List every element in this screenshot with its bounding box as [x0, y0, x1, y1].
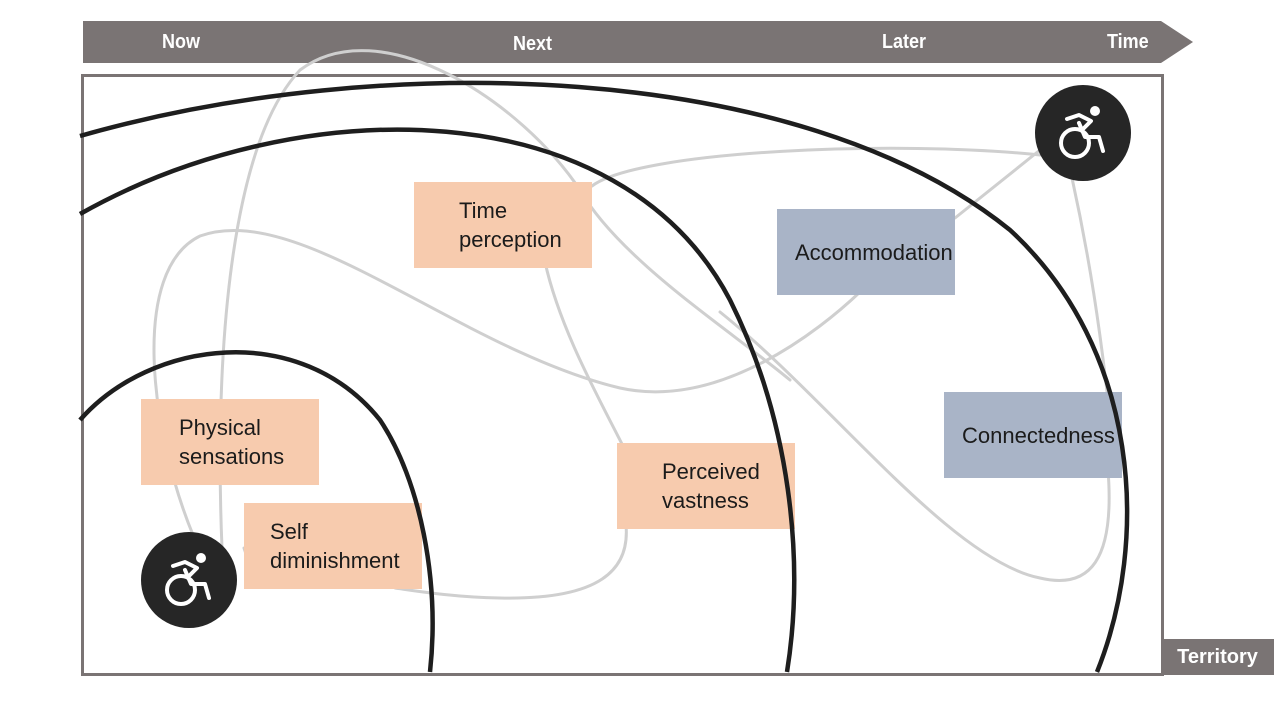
node-connectedness: Connectedness [944, 392, 1122, 478]
connector-time-vastness [543, 260, 627, 452]
node-perceived-vastness: Perceived vastness [617, 443, 795, 529]
connector-accommodation-end [953, 148, 1042, 220]
node-connectedness-label: Connectedness [962, 422, 1115, 448]
time-label-later: Later [882, 31, 927, 53]
connector-loop-middle [152, 229, 862, 537]
wheelchair-icon-end [1035, 85, 1131, 181]
node-perceived-vastness-label: Perceived vastness [662, 459, 760, 513]
connector-time-end [590, 146, 1042, 188]
territory-label: Territory [1161, 639, 1274, 675]
time-label-now: Now [162, 31, 200, 53]
node-self-diminishment-label: Self diminishment [270, 519, 400, 573]
arc-inner [78, 350, 435, 673]
arc-outer [79, 80, 1130, 673]
time-label-next: Next [513, 33, 553, 55]
territory-frame [81, 74, 1164, 676]
node-self-diminishment: Self diminishment [244, 503, 422, 589]
arc-middle [78, 127, 797, 673]
node-accommodation: Accommodation [777, 209, 955, 295]
wheelchair-icon-start [141, 532, 237, 628]
time-arrow: Now Next Later Time [83, 21, 1193, 63]
node-time-perception: Time perception [414, 182, 592, 268]
node-accommodation-label: Accommodation [795, 239, 953, 265]
node-physical-sensations: Physical sensations [141, 399, 319, 485]
connector-vastness-self [393, 523, 628, 600]
node-physical-sensations-label: Physical sensations [179, 415, 285, 469]
connector-connected-loop [718, 310, 1111, 583]
time-label-time: Time [1107, 31, 1149, 53]
node-time-perception-label: Time perception [459, 198, 562, 252]
connector-loop-top [218, 49, 792, 550]
